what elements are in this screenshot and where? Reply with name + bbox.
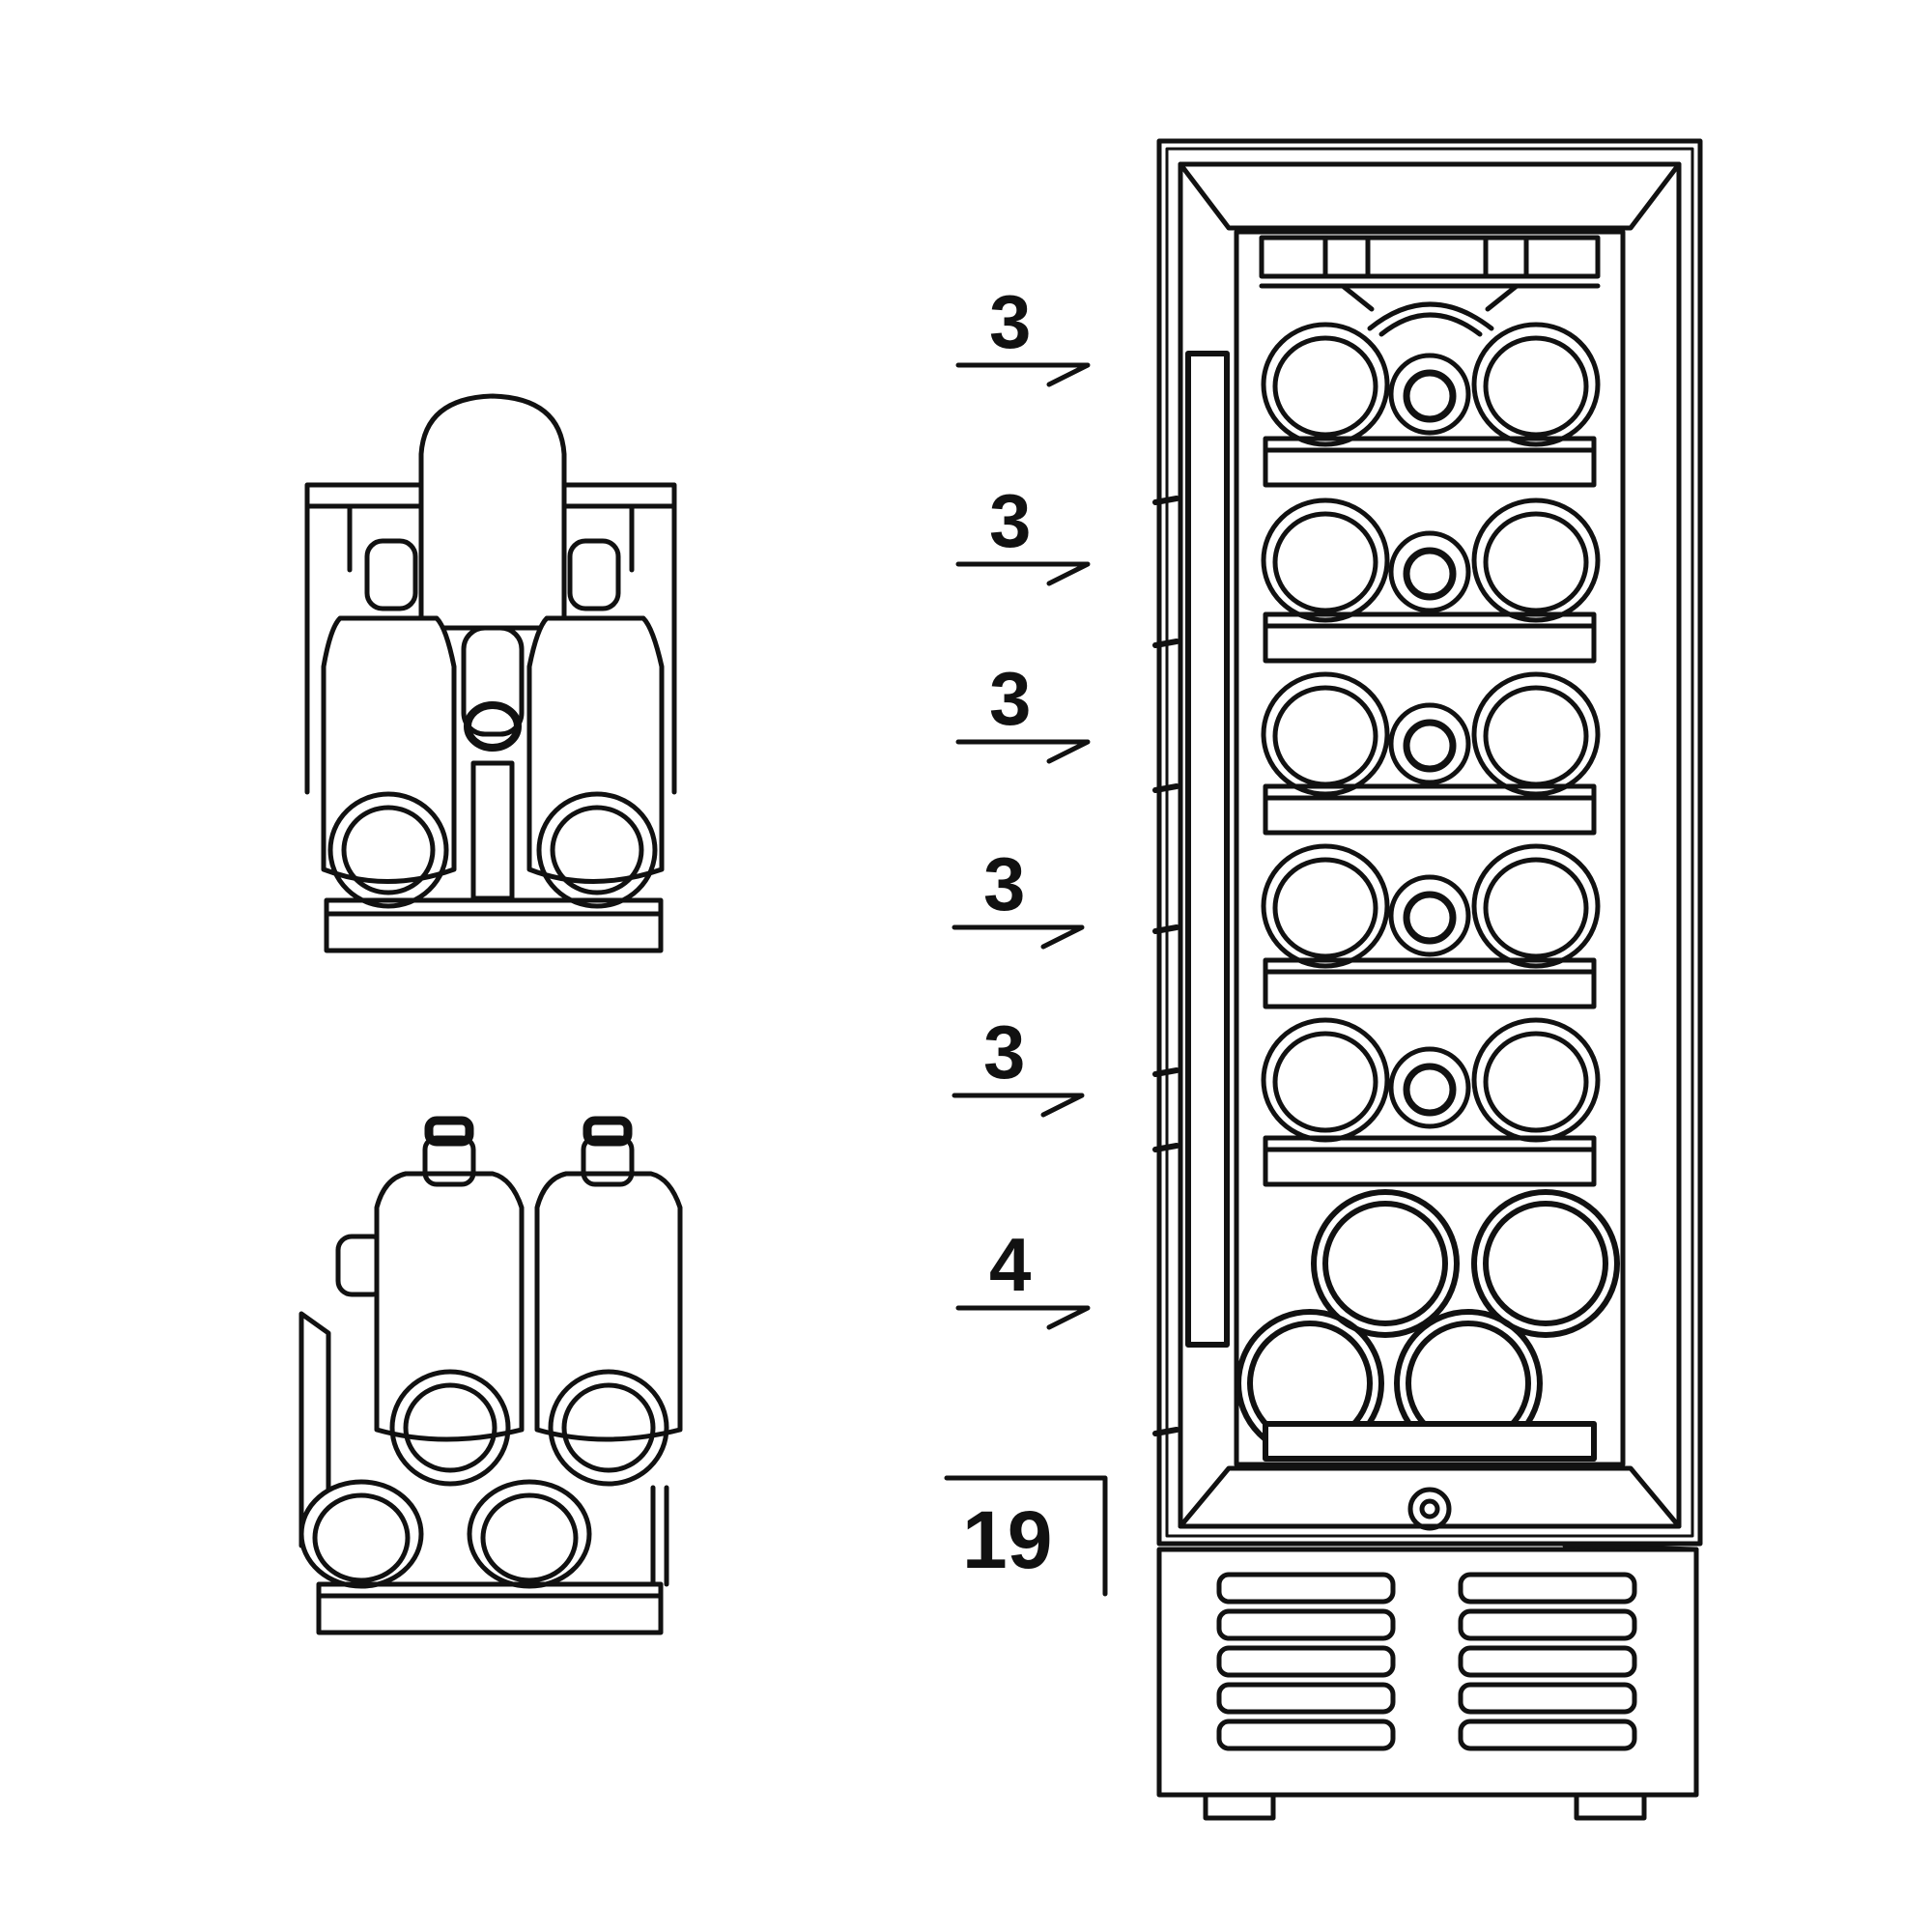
shelf-row-5	[1261, 1017, 1601, 1187]
total-count-label: 19	[962, 1494, 1053, 1585]
shelf-count-label-1: 3	[989, 279, 1032, 364]
base-vent-grille	[1216, 1572, 1637, 1751]
shelf-row-bottom	[1236, 1189, 1620, 1462]
shelf-count-label-4: 3	[983, 841, 1026, 926]
shelf-row-4	[1261, 843, 1601, 1009]
shelf-count-label-3: 3	[989, 656, 1032, 741]
shelf-count-label-5: 3	[983, 1009, 1026, 1094]
shelf-row-1	[1261, 322, 1601, 488]
shelf-count-label-6: 4	[989, 1222, 1032, 1307]
shelf-count-label-2: 3	[989, 478, 1032, 563]
label-arrows	[944, 362, 1108, 1597]
shelf-detail-three-bottles	[304, 393, 677, 953]
shelf-row-2	[1261, 497, 1601, 664]
shelf-detail-four-bottles	[298, 1116, 683, 1635]
wine-cooler-front	[1152, 138, 1703, 1821]
shelf-row-3	[1261, 671, 1601, 836]
